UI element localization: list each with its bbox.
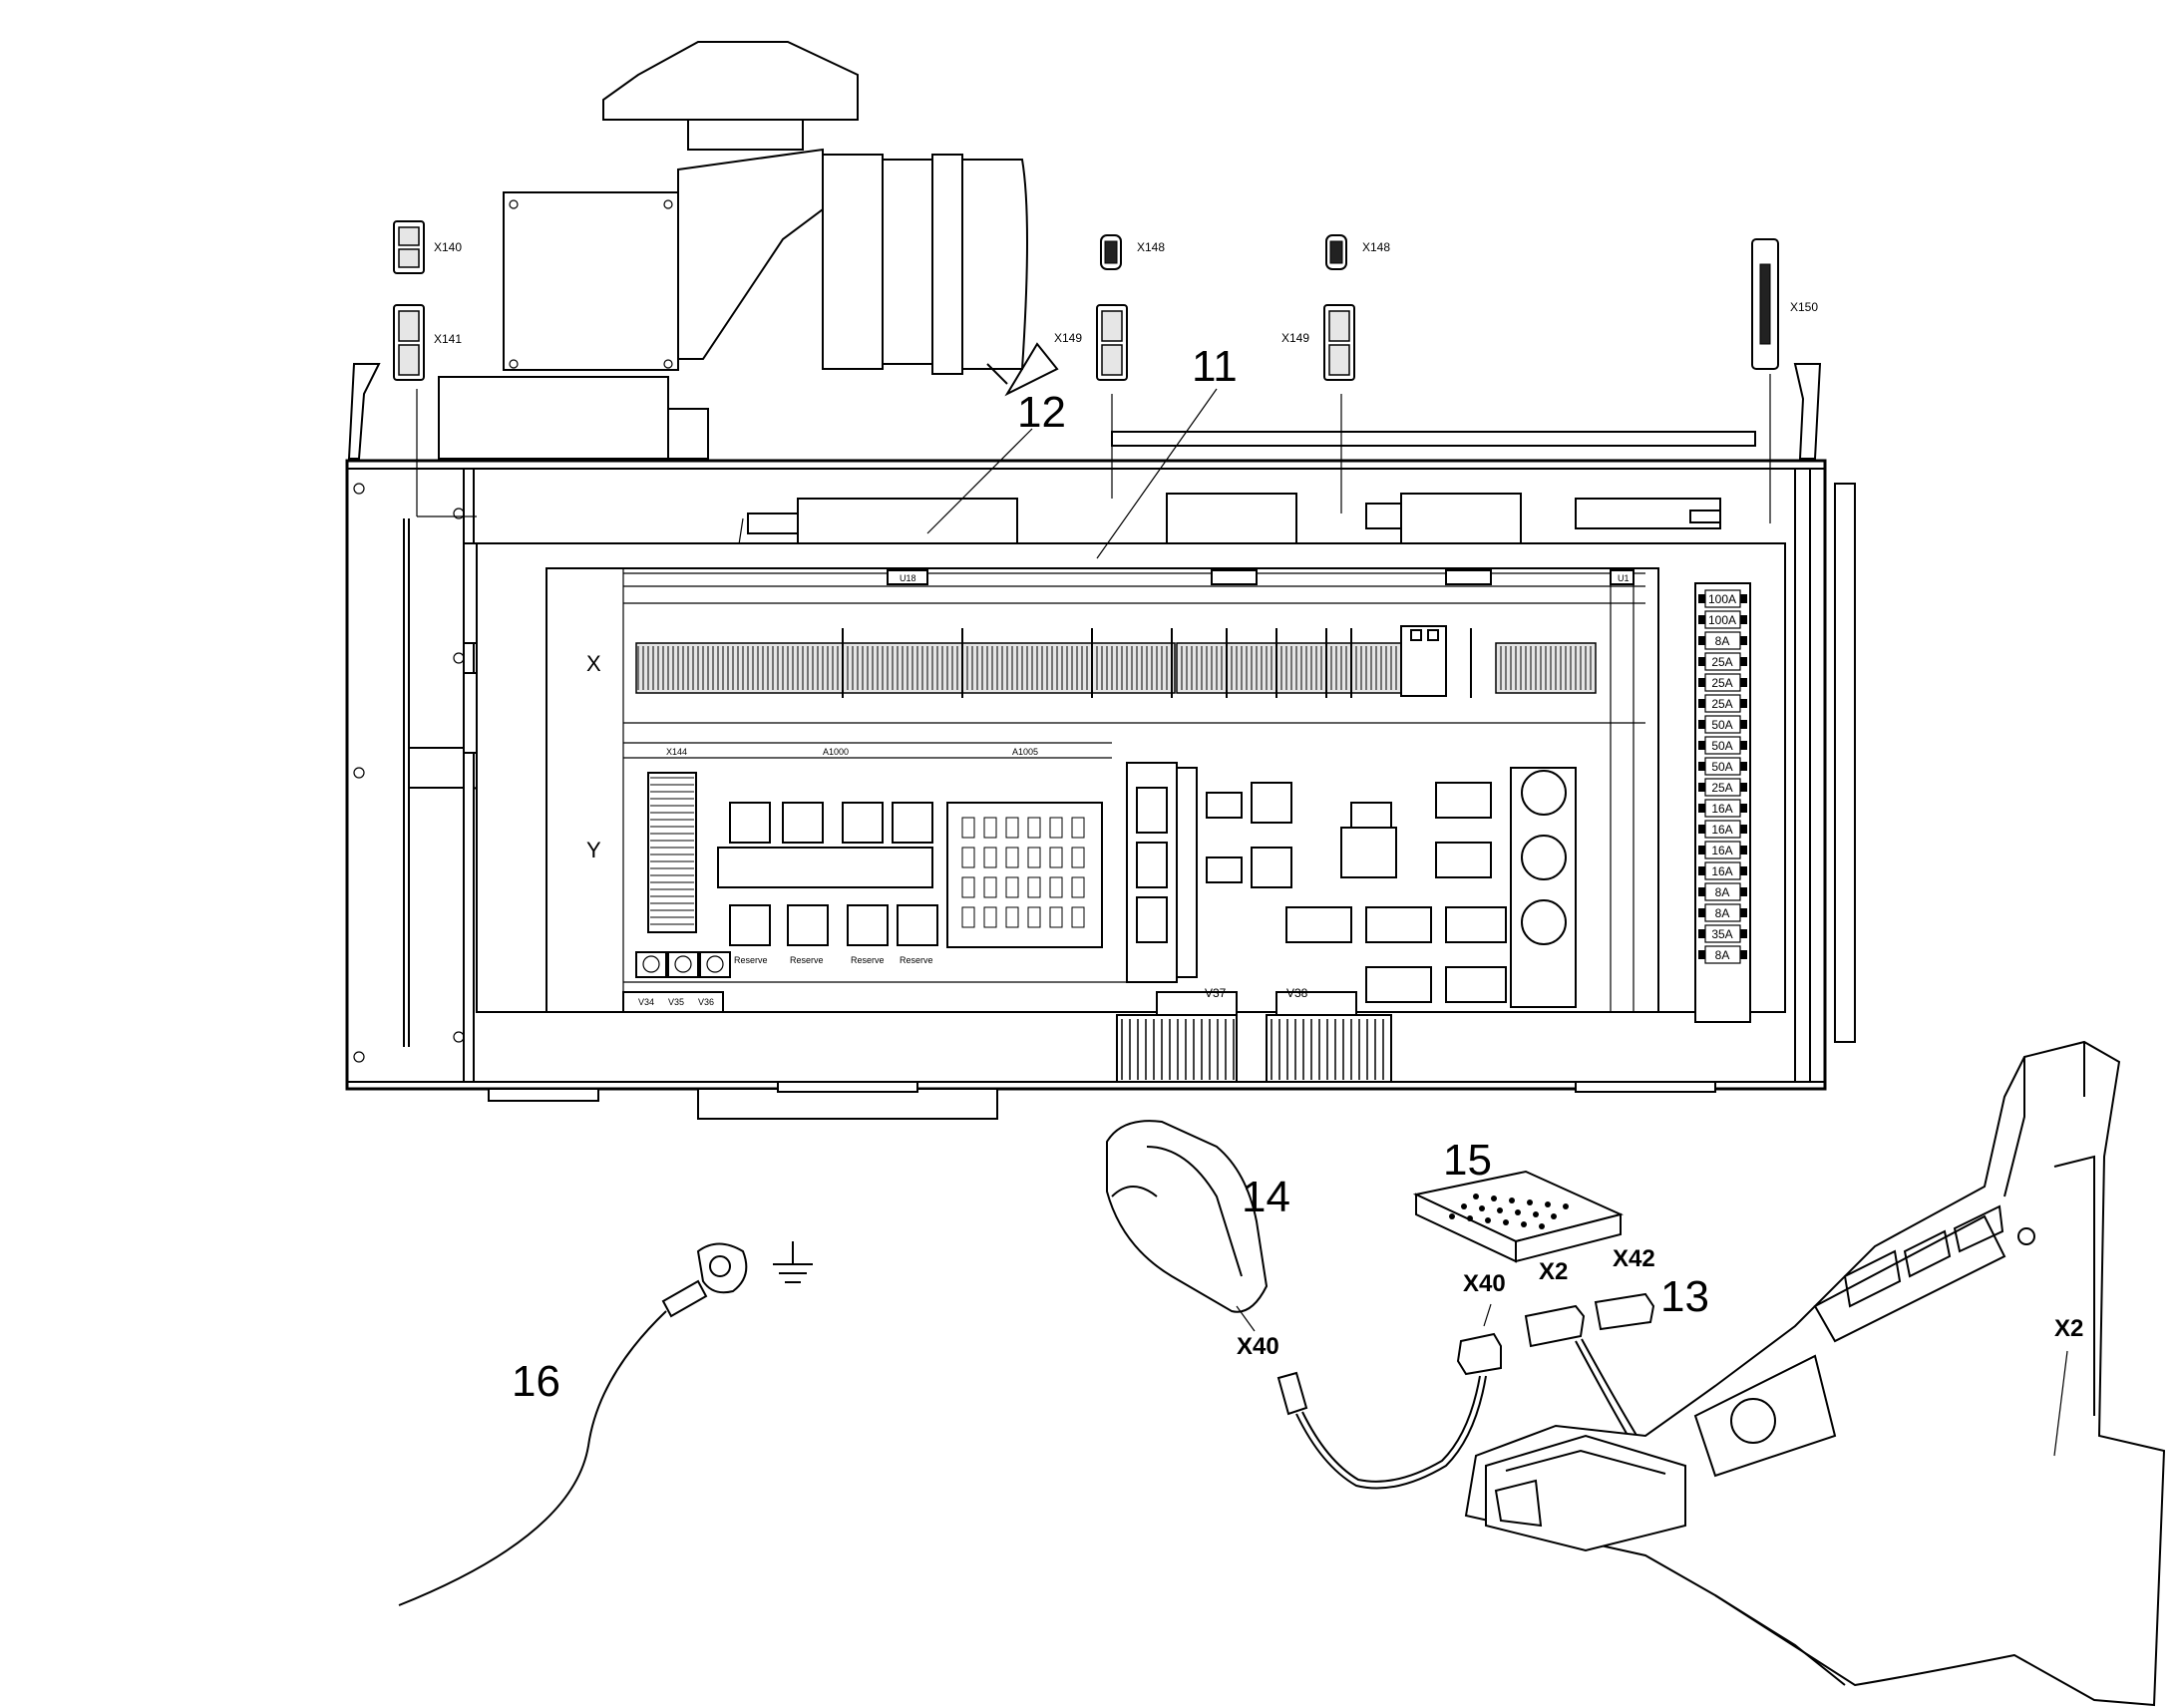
heatsinks (1116, 1014, 1392, 1083)
fuse-label: 8A (1715, 906, 1730, 920)
fuse-label: 100A (1708, 613, 1736, 627)
label-x40-left: X40 (1237, 1333, 1279, 1360)
callout-11: 11 (1192, 342, 1238, 391)
fuse: 50A (1698, 757, 1747, 776)
ground-symbol-icon (773, 1241, 813, 1283)
label-x150: X150 (1790, 300, 1818, 314)
fuse: 25A (1698, 652, 1747, 671)
leader-lines (416, 374, 1771, 559)
fuse: 16A (1698, 820, 1747, 839)
callout-15: 15 (1443, 1136, 1492, 1185)
seat-console (1464, 1040, 2166, 1707)
label-row-y: Y (586, 838, 601, 862)
label-v35: V35 (668, 997, 684, 1007)
fuse-label: 100A (1708, 592, 1736, 606)
fuse: 50A (1698, 736, 1747, 755)
label-x149a: X149 (1054, 331, 1082, 345)
fuse: 8A (1698, 631, 1747, 650)
fuse-label: 25A (1711, 781, 1732, 795)
connector-x140-icon (393, 220, 425, 274)
fuse: 25A (1698, 673, 1747, 692)
label-x149b: X149 (1281, 331, 1309, 345)
keypad-part-15 (1412, 1170, 1625, 1263)
fuse-label: 25A (1711, 655, 1732, 669)
fuse-label: 50A (1711, 718, 1732, 732)
fuse-label: 16A (1711, 802, 1732, 816)
fuse-label: 8A (1715, 634, 1730, 648)
label-x40-right: X40 (1463, 1270, 1506, 1297)
label-x2-right: X2 (2054, 1315, 2083, 1342)
fuse: 35A (1698, 924, 1747, 943)
fuse: 100A (1698, 589, 1747, 608)
connector-x149b-icon (1323, 304, 1355, 381)
fuse: 50A (1698, 715, 1747, 734)
fuse: 25A (1698, 778, 1747, 797)
fuse: 8A (1698, 882, 1747, 901)
fuse: 16A (1698, 841, 1747, 859)
joystick-handle-part-14 (1106, 1120, 1269, 1313)
potentiometers: V34 V35 V36 (622, 951, 731, 1013)
label-x140: X140 (434, 240, 462, 254)
connector-x149a-icon (1096, 304, 1128, 381)
fuse-column: 100A 100A 8A 25A 25A 25A 50A 50A 50A 25A 16A 16A 16A… (1694, 582, 1751, 1023)
connector-x141-icon (393, 304, 425, 381)
label-row-x: X (586, 651, 601, 676)
label-x2-top: X2 (1539, 1258, 1568, 1285)
connector-x148b-icon (1325, 234, 1347, 270)
fuse: 16A (1698, 861, 1747, 880)
label-a1005: A1005 (1012, 747, 1038, 757)
label-reserve3: Reserve (851, 955, 885, 965)
label-reserve4: Reserve (900, 955, 933, 965)
fuse: 16A (1698, 799, 1747, 818)
callout-14: 14 (1242, 1173, 1290, 1221)
fuse: 8A (1698, 903, 1747, 922)
connector-x148a-icon (1100, 234, 1122, 270)
terminal-block-x144 (647, 772, 697, 933)
connectors-part-13 (1456, 1292, 1655, 1376)
label-v34: V34 (638, 997, 654, 1007)
fuse-label: 8A (1715, 948, 1730, 962)
label-reserve1: Reserve (734, 955, 768, 965)
label-x148b: X148 (1362, 240, 1390, 254)
terminal-strip-row-x (635, 625, 1597, 698)
label-u1: U1 (1618, 573, 1630, 583)
fuse-label: 50A (1711, 739, 1732, 753)
fuse-label: 25A (1711, 697, 1732, 711)
fuse-label: 50A (1711, 760, 1732, 774)
fuse-label: 8A (1715, 885, 1730, 899)
label-u18: U18 (900, 573, 916, 583)
label-a1000: A1000 (823, 747, 849, 757)
connector-x150-icon (1751, 238, 1779, 370)
label-x141: X141 (434, 332, 462, 346)
fuse: 25A (1698, 694, 1747, 713)
label-v36: V36 (698, 997, 714, 1007)
contactors (1126, 762, 1577, 1028)
fuse-label: 16A (1711, 864, 1732, 878)
fuse-label: 16A (1711, 844, 1732, 857)
label-v37: V37 (1205, 986, 1227, 1000)
fuse: 8A (1698, 945, 1747, 964)
fuse-label: 25A (1711, 676, 1732, 690)
fuse: 100A (1698, 610, 1747, 629)
fuse-label: 16A (1711, 823, 1732, 837)
ground-lead-part-16 (398, 1242, 748, 1606)
callout-16: 16 (512, 1357, 560, 1406)
callout-13: 13 (1660, 1272, 1709, 1321)
label-x144: X144 (666, 747, 687, 757)
fuse-label: 35A (1711, 927, 1732, 941)
label-v38: V38 (1286, 986, 1308, 1000)
label-x42: X42 (1613, 1245, 1655, 1272)
label-x148a: X148 (1137, 240, 1165, 254)
relay-modules: Reserve Reserve Reserve Reserve (717, 802, 1103, 965)
label-reserve2: Reserve (790, 955, 824, 965)
callout-12: 12 (1017, 388, 1066, 437)
